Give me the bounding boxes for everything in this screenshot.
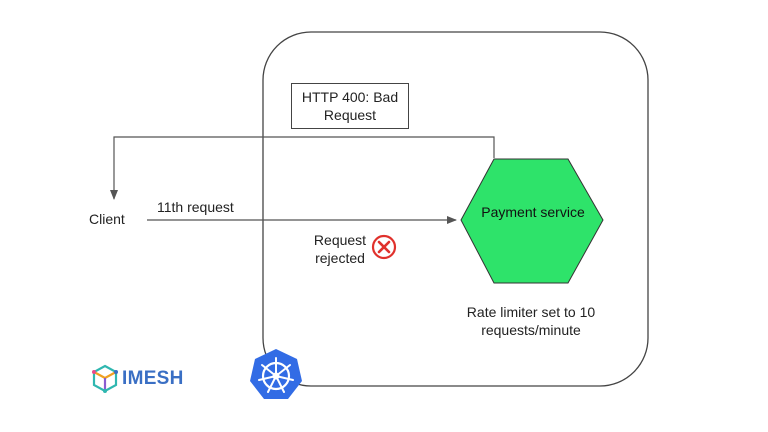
payment-service-hexagon bbox=[460, 158, 604, 284]
client-label: Client bbox=[89, 211, 125, 227]
request-label: 11th request bbox=[157, 199, 234, 215]
rate-limit-label: Rate limiter set to 10 requests/minute bbox=[466, 304, 596, 338]
imesh-logo-text: IMESH bbox=[122, 368, 184, 389]
http-error-box: HTTP 400: Bad Request bbox=[291, 83, 409, 129]
payment-service-label: Payment service bbox=[481, 204, 585, 220]
response-arrow bbox=[110, 136, 495, 200]
cluster-boundary bbox=[262, 31, 649, 387]
imesh-cube-icon bbox=[92, 364, 118, 393]
x-circle-icon bbox=[371, 234, 397, 260]
rejected-label: Request rejected bbox=[313, 232, 367, 266]
kubernetes-helm-icon bbox=[250, 349, 302, 399]
http-error-label: HTTP 400: Bad Request bbox=[301, 89, 399, 123]
